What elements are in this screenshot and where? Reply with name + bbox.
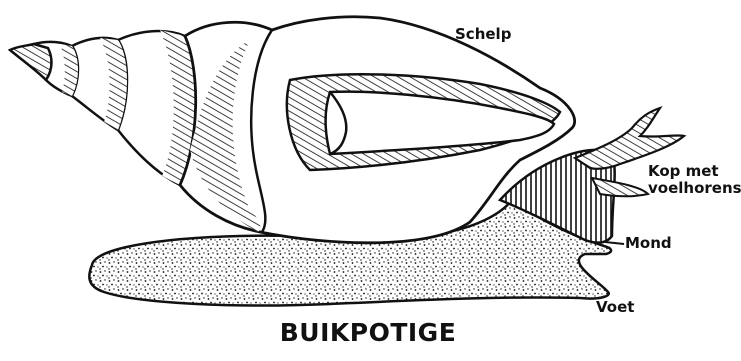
label-head-line2: voelhorens — [648, 180, 741, 197]
shell-apex — [10, 44, 52, 80]
diagram-title: BUIKPOTIGE — [268, 318, 468, 347]
label-head-line1: Kop met — [648, 163, 741, 180]
tentacle-lower — [592, 178, 648, 196]
mouth-line — [605, 242, 624, 244]
label-head: Kop met voelhorens — [648, 163, 741, 197]
label-foot: Voet — [596, 299, 634, 316]
label-mouth: Mond — [625, 235, 672, 252]
label-shell: Schelp — [455, 26, 511, 43]
tentacle-upper — [575, 108, 684, 169]
